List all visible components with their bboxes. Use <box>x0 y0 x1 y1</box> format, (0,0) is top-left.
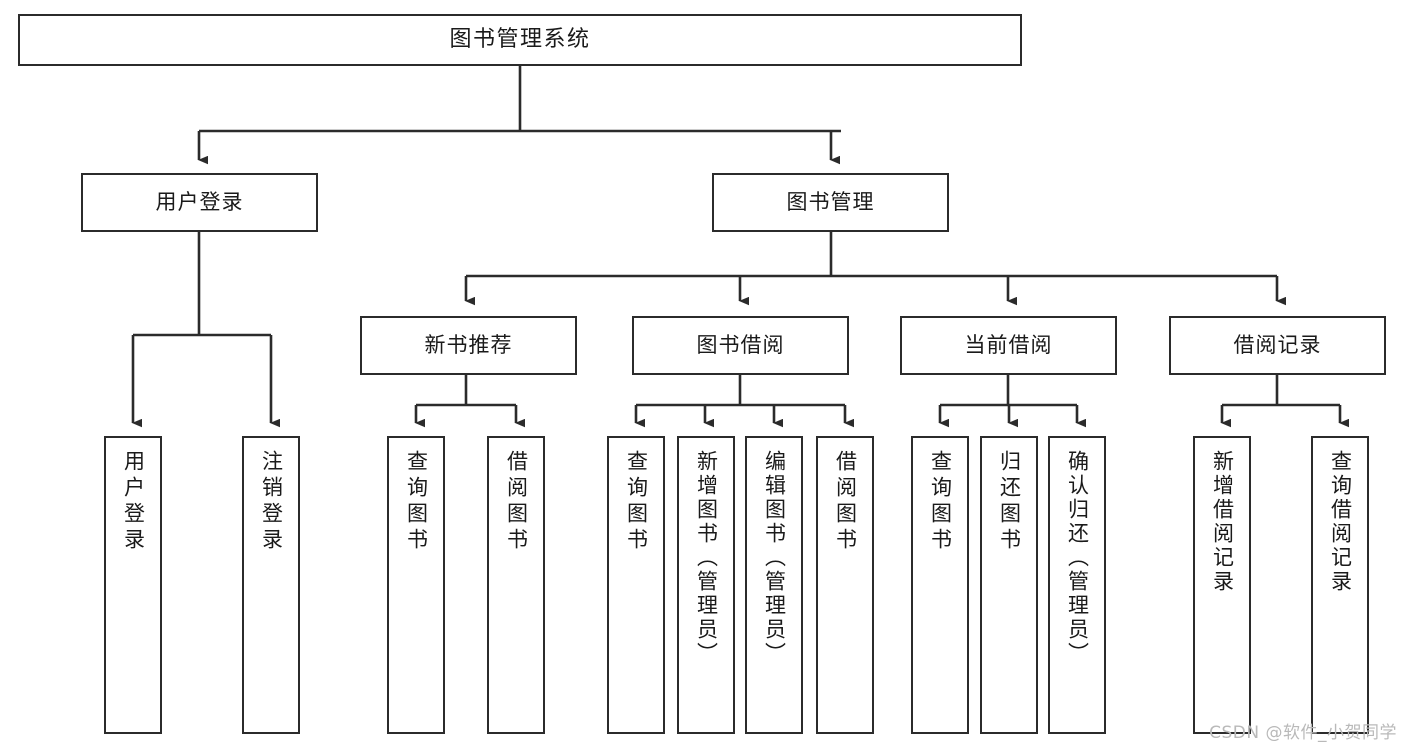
node-current-borrow-label: 当前借阅 <box>964 333 1053 358</box>
edges-book-borrow-to-leaves <box>634 375 854 428</box>
leaf-logout-label: 注销登录 <box>259 450 284 554</box>
leaf-user-login-label: 用户登录 <box>121 450 146 554</box>
leaf-add-record-label: 新增借阅记录 <box>1210 450 1235 594</box>
edges-new-book-recommend-to-leaves <box>414 375 525 428</box>
node-new-book-recommend-label: 新书推荐 <box>424 333 513 358</box>
node-book-manage[interactable]: 图书管理 <box>712 173 949 232</box>
leaf-borrow-book-2[interactable]: 借阅图书 <box>816 436 874 734</box>
leaf-query-book-1[interactable]: 查询图书 <box>387 436 445 734</box>
leaf-query-book-1-label: 查询图书 <box>404 450 429 554</box>
node-book-manage-label: 图书管理 <box>786 190 875 215</box>
node-book-borrow[interactable]: 图书借阅 <box>632 316 849 375</box>
leaf-return-book[interactable]: 归还图书 <box>980 436 1038 734</box>
leaf-query-book-2[interactable]: 查询图书 <box>607 436 665 734</box>
node-user-login[interactable]: 用户登录 <box>81 173 318 232</box>
leaf-add-record[interactable]: 新增借阅记录 <box>1193 436 1251 734</box>
node-borrow-record[interactable]: 借阅记录 <box>1169 316 1386 375</box>
leaf-user-login[interactable]: 用户登录 <box>104 436 162 734</box>
leaf-borrow-book-1-label: 借阅图书 <box>504 450 529 554</box>
leaf-return-book-label: 归还图书 <box>997 450 1022 554</box>
edges-current-borrow-to-leaves <box>938 375 1086 428</box>
node-borrow-record-label: 借阅记录 <box>1233 333 1322 358</box>
edges-borrow-record-to-leaves <box>1220 375 1349 428</box>
leaf-query-book-3[interactable]: 查询图书 <box>911 436 969 734</box>
node-root-label: 图书管理系统 <box>449 27 591 53</box>
node-user-login-label: 用户登录 <box>155 190 244 215</box>
leaf-add-book[interactable]: 新增图书（管理员） <box>677 436 735 734</box>
leaf-add-book-label: 新增图书（管理员） <box>694 450 719 666</box>
watermark: CSDN @软件_小贺同学 <box>1209 723 1397 743</box>
edges-root-to-level1 <box>197 66 841 165</box>
node-root[interactable]: 图书管理系统 <box>18 14 1022 66</box>
leaf-edit-book[interactable]: 编辑图书（管理员） <box>745 436 803 734</box>
leaf-edit-book-label: 编辑图书（管理员） <box>762 450 787 666</box>
leaf-logout[interactable]: 注销登录 <box>242 436 300 734</box>
leaf-confirm-return-label: 确认归还（管理员） <box>1065 450 1090 666</box>
leaf-query-book-2-label: 查询图书 <box>624 450 649 554</box>
leaf-query-record[interactable]: 查询借阅记录 <box>1311 436 1369 734</box>
node-book-borrow-label: 图书借阅 <box>696 333 785 358</box>
leaf-query-record-label: 查询借阅记录 <box>1328 450 1353 594</box>
leaf-borrow-book-1[interactable]: 借阅图书 <box>487 436 545 734</box>
leaf-query-book-3-label: 查询图书 <box>928 450 953 554</box>
leaf-confirm-return[interactable]: 确认归还（管理员） <box>1048 436 1106 734</box>
edges-user-login-to-leaves <box>131 232 280 428</box>
leaf-borrow-book-2-label: 借阅图书 <box>833 450 858 554</box>
edges-book-manage-to-level2 <box>464 232 1286 306</box>
node-new-book-recommend[interactable]: 新书推荐 <box>360 316 577 375</box>
node-current-borrow[interactable]: 当前借阅 <box>900 316 1117 375</box>
